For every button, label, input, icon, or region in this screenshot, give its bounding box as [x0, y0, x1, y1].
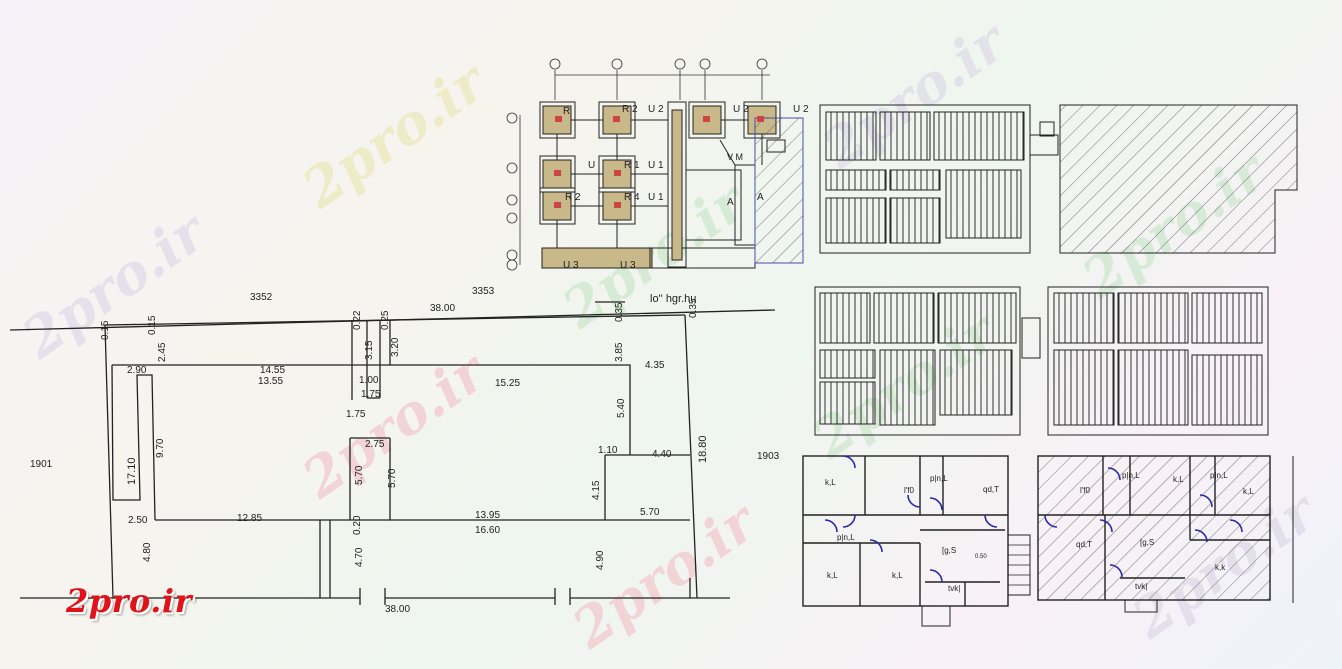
- floor-plan-right: l'f0 p|n,L k,L p|n,L k,L qd,T [g,S k,k t…: [1037, 455, 1294, 613]
- site-plan-dimensions: 3352 3353 1903 1901 38.00 38.00 0.15 0.1…: [30, 286, 780, 615]
- dim-label: 0.15: [147, 315, 158, 335]
- parcel-number-1901: 1901: [30, 459, 53, 470]
- room-label: p|n,L: [837, 533, 855, 542]
- dim-label: 4.70: [354, 547, 365, 567]
- dim-label: 13.55: [258, 376, 283, 387]
- room-label: tvk|: [1135, 582, 1147, 591]
- room-label: k,L: [1243, 487, 1254, 496]
- dim-label: 2.75: [365, 439, 385, 450]
- joist-plan-lower: [814, 286, 1269, 436]
- dim-label: 2.45: [157, 342, 168, 362]
- footing-label: A: [757, 192, 764, 203]
- dim-label: 0.15: [100, 320, 111, 340]
- dim-label: 4.90: [595, 550, 606, 570]
- dim-label: 0.22: [352, 310, 363, 330]
- room-label: p|n,L: [1210, 471, 1228, 480]
- dim-label: 5.70: [640, 507, 660, 518]
- footing-label: R 2: [622, 104, 638, 115]
- footing-label: U 2: [793, 104, 809, 115]
- dim-label: 3.15: [364, 340, 375, 360]
- dim-label: 1.00: [359, 375, 379, 386]
- footing-label: U 3: [563, 260, 579, 271]
- footing-label: U 1: [648, 160, 664, 171]
- dim-label: 14.55: [260, 365, 285, 376]
- watermark-text: 2pro.ir: [10, 198, 220, 372]
- room-label: p|n,L: [1122, 471, 1140, 480]
- dim-label: 4.40: [652, 449, 672, 460]
- dim-top-width: 38.00: [430, 303, 455, 314]
- scale-label: 0.50: [975, 554, 987, 560]
- footing-label: U: [588, 160, 595, 171]
- dim-label: 0.35: [688, 298, 699, 318]
- dim-label: 2.50: [128, 515, 148, 526]
- dim-label: 12.85: [237, 513, 262, 524]
- dim-label: 13.95: [475, 510, 500, 521]
- floor-plan-left-doors: [824, 455, 998, 583]
- dim-label: 0.35: [614, 302, 625, 322]
- footing-label: V M: [727, 152, 743, 162]
- joist-plan-upper: [819, 104, 1298, 254]
- footing-label: U 2: [648, 104, 664, 115]
- room-label: [g,S: [942, 546, 956, 555]
- room-label: p|n,L: [930, 474, 948, 483]
- room-label: k,L: [892, 571, 903, 580]
- footing-label: U 2: [733, 104, 749, 115]
- dim-label: 5.70: [387, 468, 398, 488]
- dim-label: 3.20: [390, 337, 401, 357]
- room-label: [g,S: [1140, 538, 1154, 547]
- room-label: k,k: [1215, 563, 1226, 572]
- foundation-plan: lo'' hgr.hu R R 2 U 2 U 2 U 2 R 1 U U 1 …: [506, 58, 809, 305]
- dim-label: 4.15: [591, 480, 602, 500]
- dim-label: 9.70: [155, 438, 166, 458]
- dim-label: 4.80: [142, 542, 153, 562]
- watermark-text: 2pro.ir: [560, 488, 770, 662]
- parcel-number-1903: 1903: [757, 451, 780, 462]
- footing-label: U 3: [620, 260, 636, 271]
- foundation-title: lo'' hgr.hu: [650, 293, 696, 305]
- dim-label: 3.85: [614, 342, 625, 362]
- dim-label: 5.70: [354, 465, 365, 485]
- room-label: l'f0: [904, 486, 915, 495]
- dim-label: 0.20: [352, 515, 363, 535]
- room-label: tvk|: [948, 584, 960, 593]
- dim-label: 1.75: [361, 389, 381, 400]
- room-label: k,L: [1173, 475, 1184, 484]
- parcel-number-3352: 3352: [250, 292, 273, 303]
- dim-label: 18.80: [697, 435, 709, 463]
- footing-label: R 4: [624, 192, 640, 203]
- dim-label: 2.90: [127, 365, 147, 376]
- room-label: qd,T: [1076, 540, 1092, 549]
- room-label: k,L: [825, 478, 836, 487]
- footing-label: R 2: [565, 192, 581, 203]
- footing-label: A: [727, 197, 734, 208]
- dim-label: 4.35: [645, 360, 665, 371]
- footing-label: R 1: [624, 160, 640, 171]
- watermark-text: 2pro.ir: [290, 48, 500, 222]
- dim-label: 1.10: [598, 445, 618, 456]
- dim-label: 5.40: [616, 398, 627, 418]
- floor-plan-left-labels: k,L l'f0 p|n,L qd,T p|n,L [g,S k,L k,L t…: [825, 474, 999, 593]
- parcel-number-3353: 3353: [472, 286, 495, 297]
- floor-plan-left: [802, 455, 1031, 627]
- dim-label: 15.25: [495, 378, 520, 389]
- site-plan: [9, 301, 776, 605]
- room-label: k,L: [827, 571, 838, 580]
- room-label: qd,T: [983, 485, 999, 494]
- footing-label: U 1: [648, 192, 664, 203]
- dim-label: 16.60: [475, 525, 500, 536]
- dim-label: 17.10: [126, 457, 138, 485]
- room-label: l'f0: [1080, 486, 1091, 495]
- dim-label: 1.75: [346, 409, 366, 420]
- brand-logo: 2pro.ir: [66, 582, 192, 620]
- dim-label: 0.25: [380, 310, 391, 330]
- dim-bottom-width: 38.00: [385, 604, 410, 615]
- footing-label: R: [563, 106, 570, 117]
